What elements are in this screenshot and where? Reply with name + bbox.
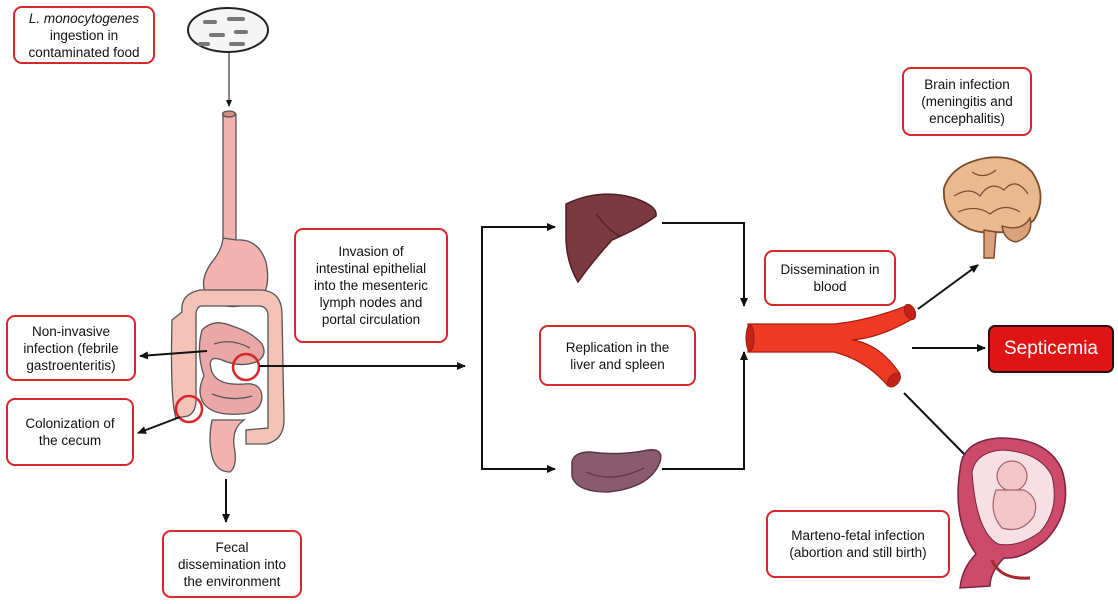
- dissemination-box: Dissemination in blood: [764, 250, 896, 306]
- colonization-line1: Colonization of: [25, 416, 115, 431]
- brain-icon: [942, 156, 1042, 259]
- digestive-tract-icon: [170, 110, 285, 473]
- colonization-line2: the cecum: [38, 433, 102, 448]
- arrow-noninvasive: [139, 350, 208, 360]
- invasion-line5: portal circulation: [321, 312, 421, 327]
- dissemination-line2: blood: [813, 279, 847, 294]
- invasion-line2: intestinal epithelial: [315, 261, 427, 276]
- dissemination-line1: Dissemination in: [780, 262, 880, 277]
- colonization-box: Colonization of the cecum: [6, 398, 134, 466]
- fecal-box: Fecal dissemination into the environment: [162, 530, 302, 598]
- ingestion-box: L. monocytogenes ingestion in contaminat…: [13, 6, 155, 64]
- liver-icon: [565, 193, 657, 284]
- septicemia-box: Septicemia: [988, 325, 1114, 373]
- fecal-line3: the environment: [183, 573, 281, 589]
- noninvasive-line3: gastroenteritis): [26, 357, 116, 373]
- fecal-line2: dissemination into: [177, 556, 287, 572]
- arrow-to-brain: [917, 264, 979, 310]
- invasion-box: Invasion of intestinal epithelial into t…: [294, 228, 448, 343]
- replication-line1: Replication in the: [565, 339, 670, 355]
- bacteria-dish-icon: [187, 7, 269, 53]
- cecum-marker: [174, 394, 204, 424]
- spleen-icon: [571, 449, 662, 493]
- fecal-line1: Fecal: [215, 539, 249, 555]
- arrow-colonization: [137, 416, 181, 434]
- ingestion-line2: ingestion in: [49, 27, 119, 43]
- noninvasive-line1: Non-invasive: [31, 323, 111, 339]
- blood-vessel-icon: [745, 303, 917, 388]
- noninvasive-line2: infection (febrile: [23, 340, 119, 356]
- brain-line2: (meningitis and: [921, 94, 1013, 109]
- fetus-uterus-icon: [957, 437, 1067, 589]
- brain-line1: Brain infection: [924, 77, 1010, 92]
- ingestion-line3: contaminated food: [28, 44, 140, 60]
- arrow-spleen-to-blood: [662, 351, 748, 470]
- replication-box: Replication in the liver and spleen: [539, 325, 696, 386]
- noninvasive-box: Non-invasive infection (febrile gastroen…: [6, 315, 136, 381]
- replication-line2: liver and spleen: [570, 356, 665, 372]
- maternal-line1: Marteno-fetal infection: [791, 528, 925, 543]
- brain-line3: encephalitis): [929, 111, 1005, 126]
- maternal-line2: (abortion and still birth): [789, 545, 927, 560]
- ingestion-line1: L. monocytogenes: [28, 10, 140, 26]
- arrow-liver-to-blood: [662, 222, 748, 307]
- invasion-line1: Invasion of: [338, 244, 404, 259]
- branch-liver-spleen: [481, 226, 553, 470]
- invasion-line4: lymph nodes and: [319, 295, 423, 310]
- maternal-box: Marteno-fetal infection (abortion and st…: [766, 510, 950, 578]
- brain-box: Brain infection (meningitis and encephal…: [902, 67, 1032, 136]
- invasion-line3: into the mesenteric: [313, 278, 429, 293]
- arrow-to-fetus: [903, 392, 971, 461]
